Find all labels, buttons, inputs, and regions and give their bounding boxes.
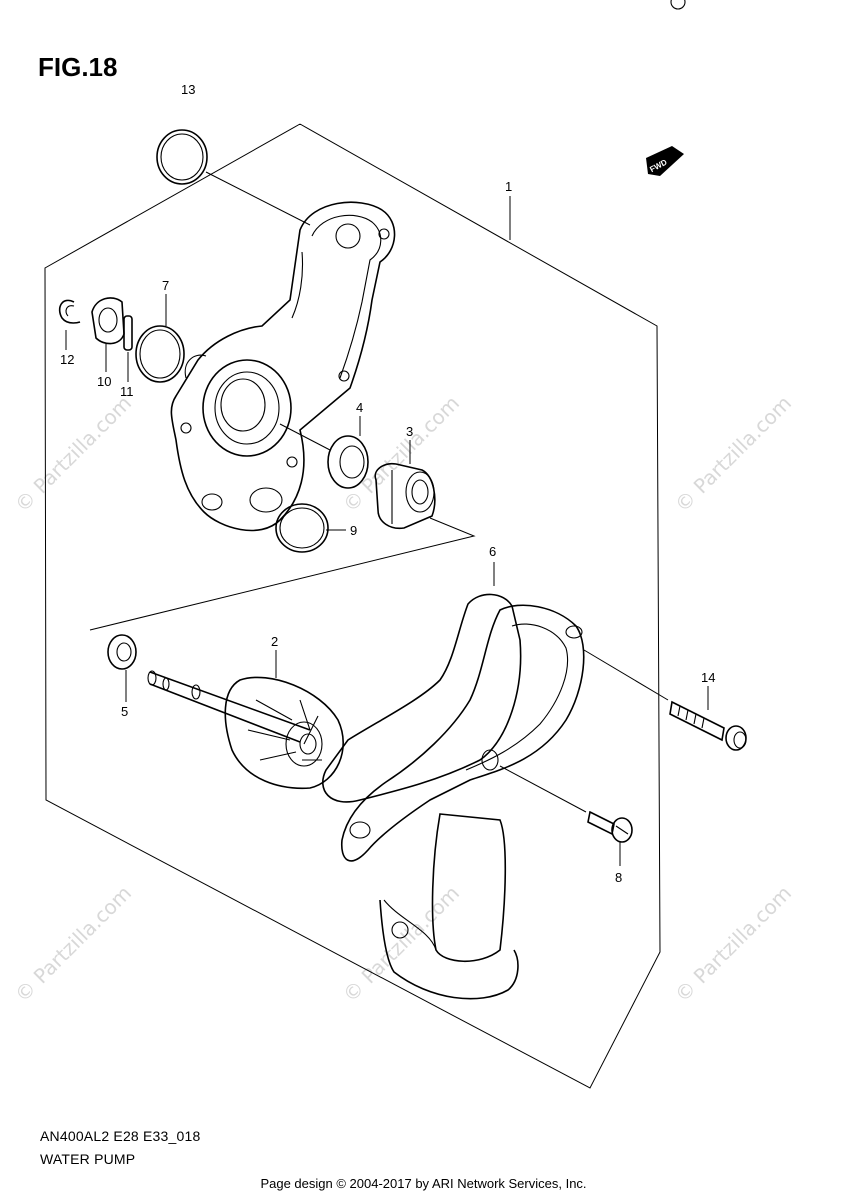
- leader-axis-8: [499, 765, 587, 813]
- callout-11: 11: [120, 384, 134, 399]
- bolt-14: [669, 700, 747, 751]
- model-code: AN400AL2 E28 E33_018: [40, 1128, 201, 1144]
- leader-axis-14: [583, 649, 669, 701]
- screw-8: [587, 810, 633, 843]
- e-clip-12: [58, 299, 81, 324]
- sub-assembly-divider: [89, 517, 476, 631]
- callout-14: 14: [701, 670, 715, 685]
- gasket-6: [322, 593, 522, 803]
- callout-6: 6: [489, 544, 496, 559]
- figure-title: FIG.18: [38, 52, 118, 82]
- forward-arrow-icon: FWD: [646, 146, 684, 176]
- leader-13-axis: [205, 171, 311, 226]
- case-bolt-hole: [335, 223, 361, 249]
- callout-13: 13: [181, 82, 195, 97]
- page-footer: Page design © 2004-2017 by ARI Network S…: [260, 1176, 587, 1191]
- callout-1: 1: [505, 179, 512, 194]
- o-ring-13: [156, 129, 208, 185]
- case-bore: [202, 359, 292, 457]
- o-ring-9: [275, 503, 329, 553]
- callout-8: 8: [615, 870, 622, 885]
- washer-5: [107, 634, 137, 670]
- mechanical-seal-3: [374, 462, 436, 530]
- callout-7: 7: [162, 278, 169, 293]
- callout-10: 10: [97, 374, 111, 389]
- impeller-shaft-2: [147, 670, 344, 790]
- callout-9: 9: [350, 523, 357, 538]
- callout-5: 5: [121, 704, 128, 719]
- assembly-outline: [44, 123, 661, 1089]
- leader-axis-upper: [279, 423, 331, 451]
- cover-outlet-pipe: [431, 813, 507, 962]
- o-ring-13-inner: [160, 133, 204, 181]
- callout-2: 2: [271, 634, 278, 649]
- callout-12: 12: [60, 352, 74, 367]
- section-name: WATER PUMP: [40, 1151, 136, 1167]
- registered-mark-icon: [670, 0, 686, 10]
- callout-3: 3: [406, 424, 413, 439]
- callout-4: 4: [356, 400, 363, 415]
- bushing-10: [91, 297, 125, 345]
- o-ring-7: [135, 325, 185, 383]
- pin-11: [123, 315, 133, 351]
- oil-seal-4: [327, 435, 369, 489]
- pump-cover: [341, 604, 585, 1000]
